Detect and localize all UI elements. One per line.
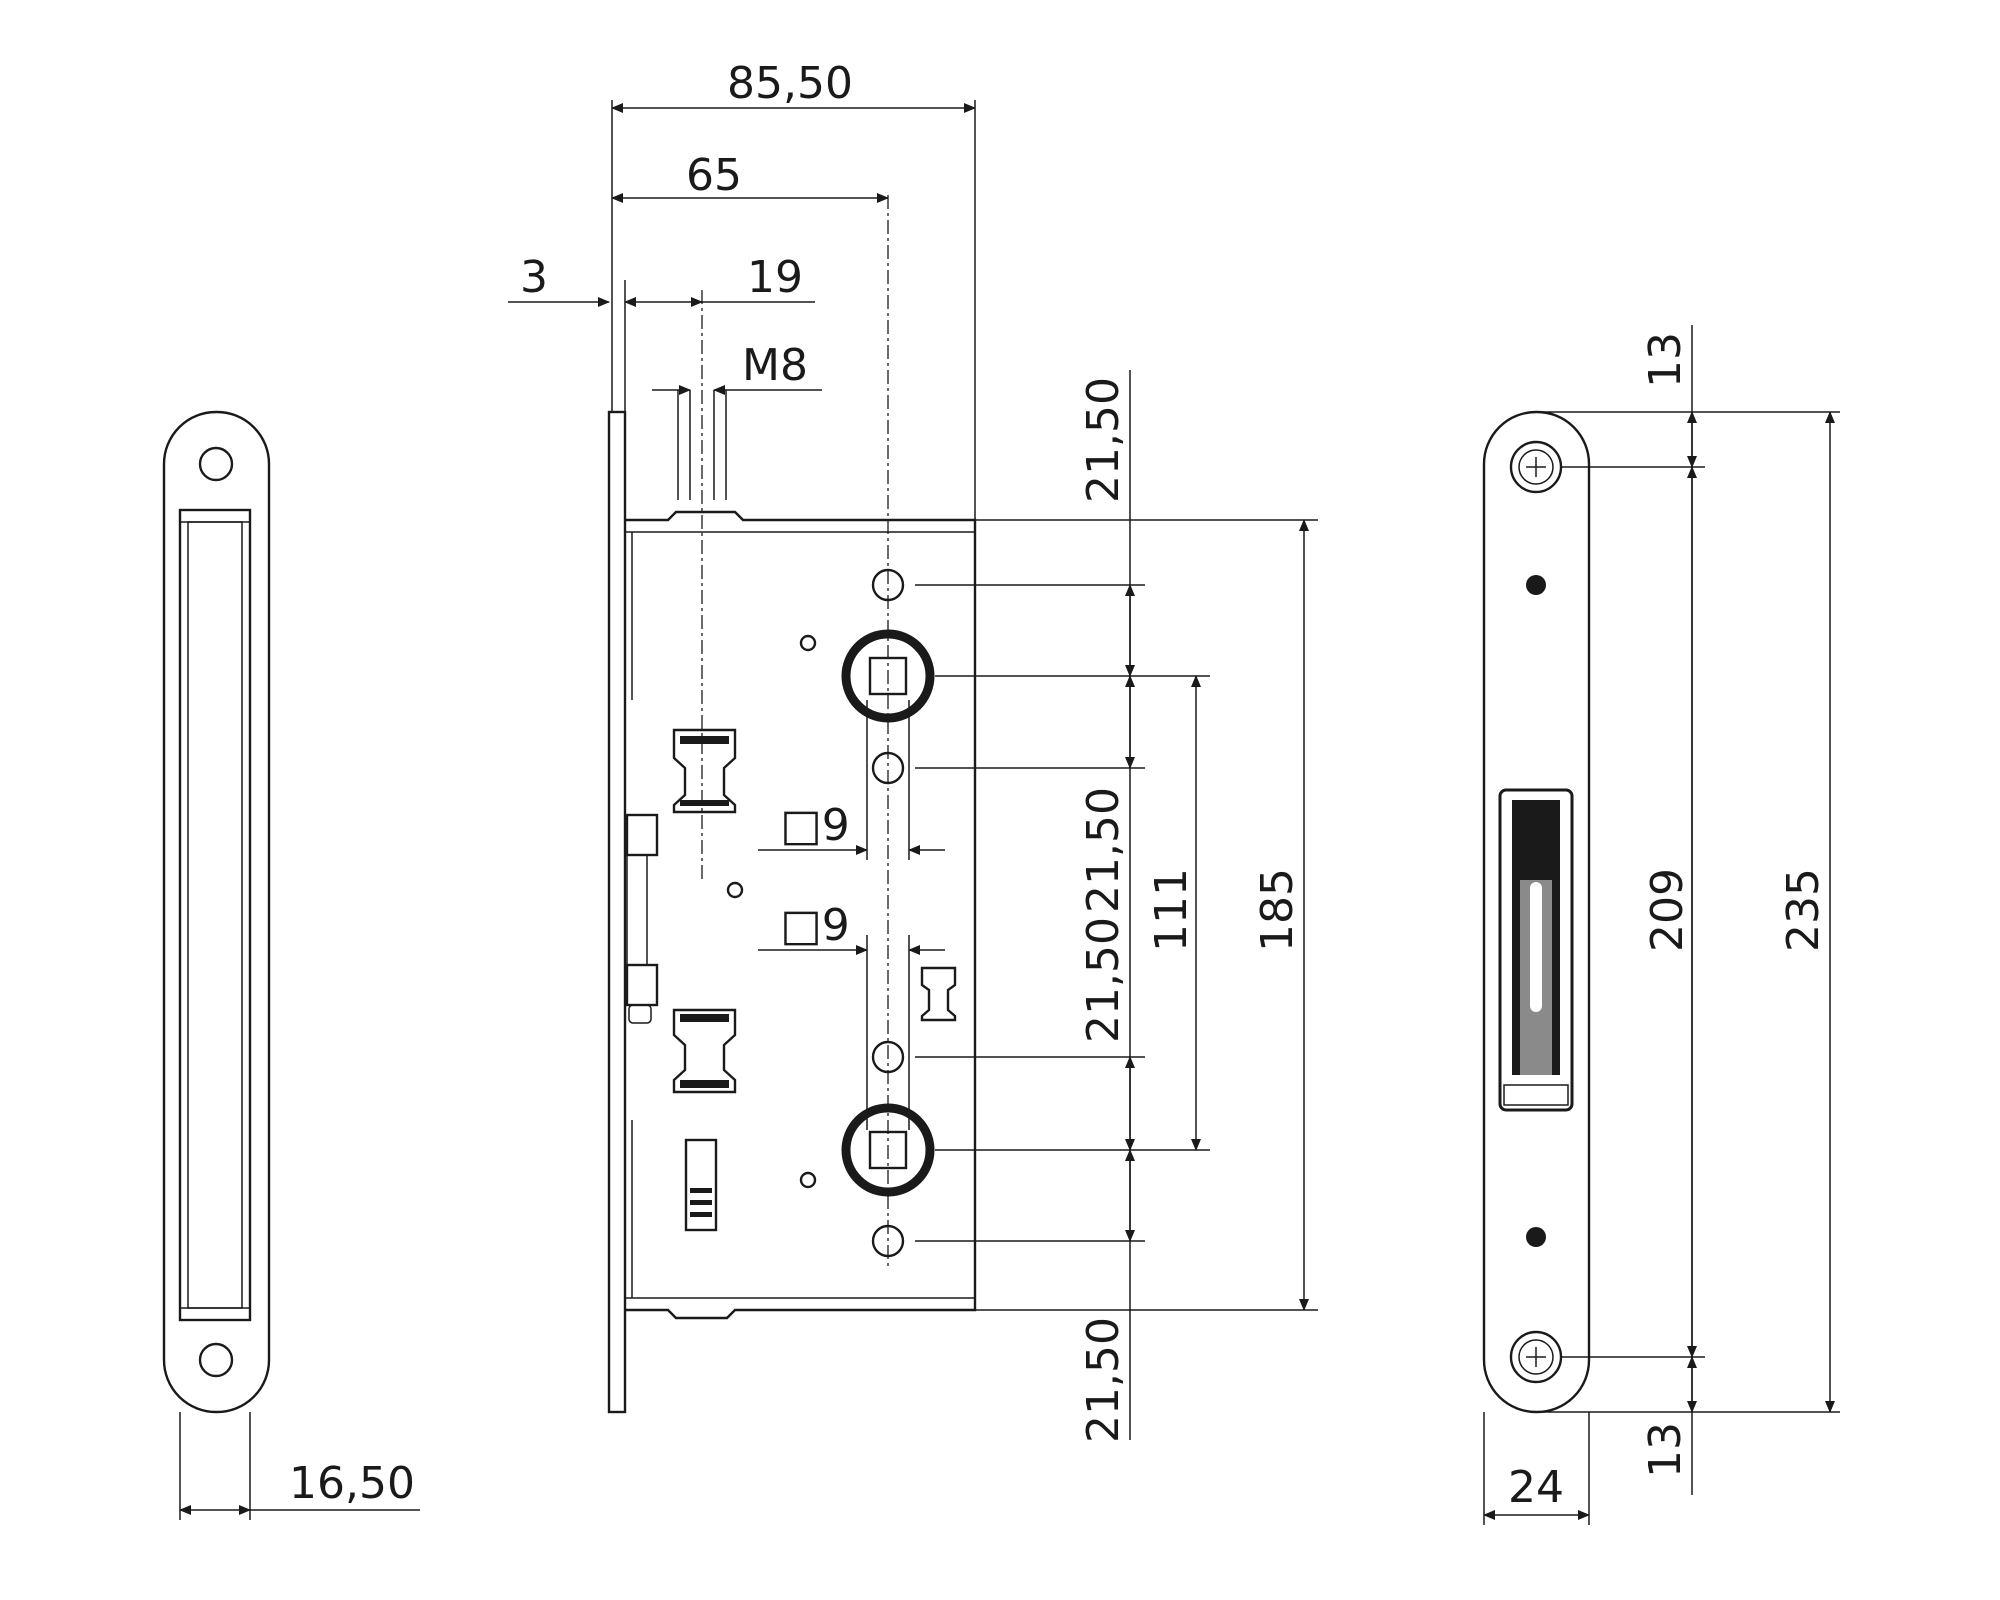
dim-latch-offset: 19 [747, 252, 803, 303]
internal-bracket-lower [672, 1008, 737, 1094]
dim-square-upper: □9 [780, 800, 850, 851]
screw-hole-icon [871, 1224, 905, 1258]
dim-strike-top: 13 [1640, 332, 1691, 388]
dim-square-lower: □9 [780, 900, 850, 951]
latch-opening [178, 508, 252, 1322]
rivet-icon [799, 1171, 817, 1189]
faceplate-front-view: 16,50 [162, 410, 420, 1520]
dim-v-mid-upper: 21,50 [1078, 787, 1129, 913]
follower-hub-upper-icon [841, 629, 935, 723]
dim-faceplate-width: 16,50 [289, 1458, 415, 1509]
dim-thread: M8 [742, 340, 808, 391]
faceplate-edge [607, 410, 627, 1414]
dim-center-distance: 111 [1146, 868, 1197, 952]
dim-strike-width: 24 [1508, 1462, 1564, 1513]
screw-hole-icon [871, 1040, 905, 1074]
dim-v-top: 21,50 [1078, 377, 1129, 503]
dim-strike-bottom: 13 [1640, 1422, 1691, 1478]
internal-bracket-upper [672, 728, 737, 814]
screw-hole-icon [871, 568, 905, 602]
dim-v-mid-lower: 21,50 [1078, 917, 1129, 1043]
screw-hole-icon [871, 751, 905, 785]
rivet-icon [1526, 1227, 1546, 1247]
follower-hub-lower-icon [841, 1103, 935, 1197]
screw-hole-bottom-icon [198, 1342, 234, 1378]
rivet-icon [726, 881, 744, 899]
faceplate-outline [162, 410, 271, 1414]
rivet-icon [799, 634, 817, 652]
dim-v-bottom: 21,50 [1078, 1317, 1129, 1443]
screw-bottom-icon [1509, 1330, 1563, 1384]
rivet-icon [1526, 575, 1546, 595]
dim-faceplate-thickness: 3 [520, 252, 548, 303]
lock-case [625, 510, 977, 1320]
screw-hole-top-icon [198, 446, 234, 482]
screw-top-icon [1509, 440, 1563, 494]
dim-overall-width: 85,50 [727, 58, 853, 109]
lock-body-side-view: 85,50 65 3 19 M8 □9 □9 [508, 58, 1318, 1443]
internal-bracket-small [920, 966, 957, 1022]
dim-strike-screw-distance: 209 [1642, 868, 1693, 952]
dim-case-height: 185 [1252, 868, 1303, 952]
dim-backset: 65 [686, 150, 742, 201]
latch-bolt [625, 813, 659, 857]
selector-switch [684, 1138, 718, 1232]
strike-latch-box [1498, 788, 1574, 1112]
dim-strike-height: 235 [1778, 868, 1829, 952]
strike-plate-front-view: 13 209 13 235 24 [1482, 325, 1840, 1525]
